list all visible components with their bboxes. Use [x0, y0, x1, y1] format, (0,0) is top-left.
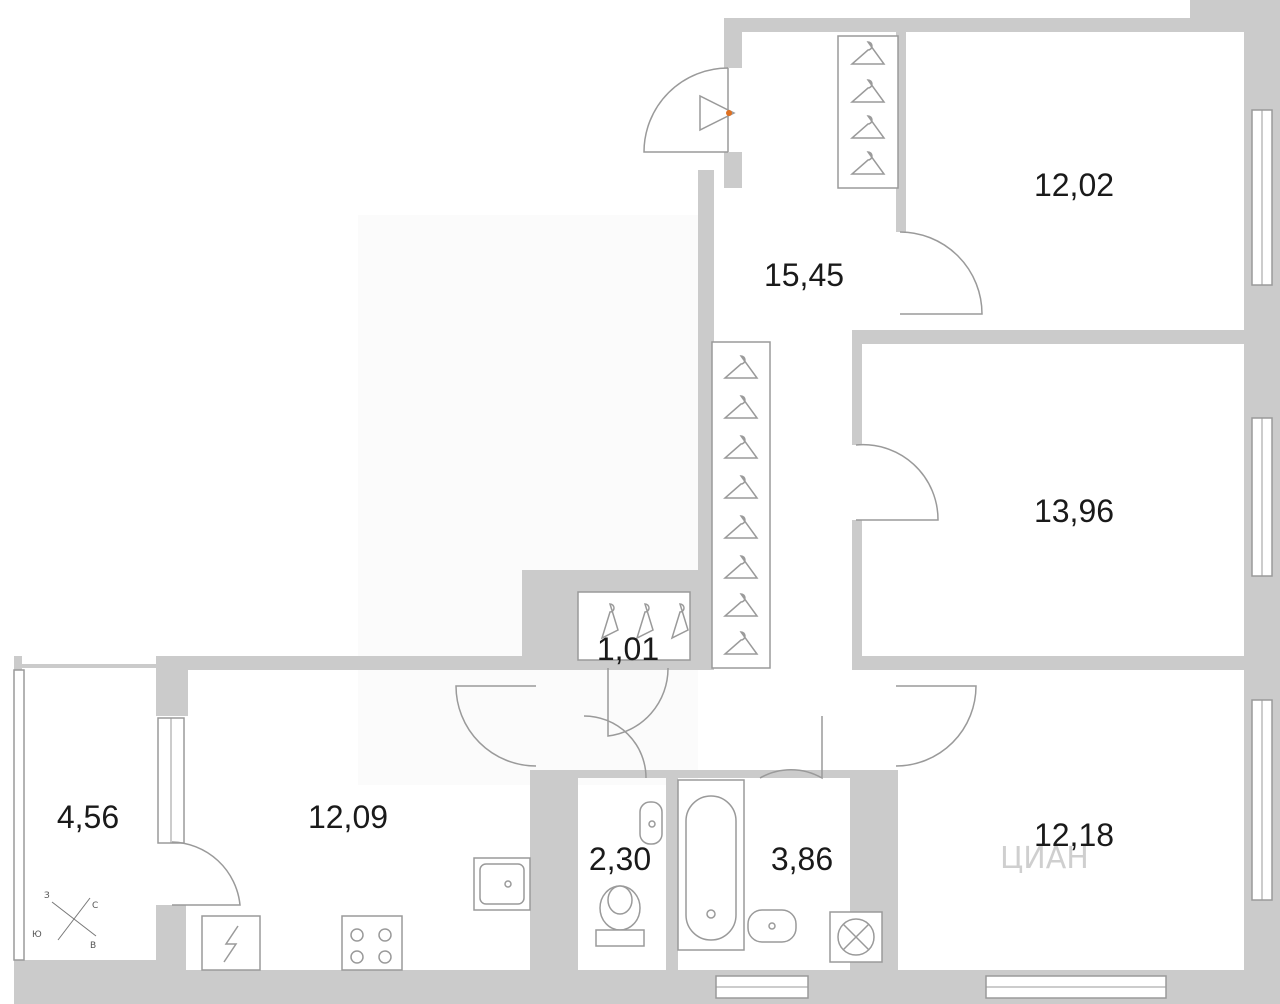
- hanger-icon: [850, 151, 886, 175]
- hanger-icon: [723, 355, 759, 379]
- hanger-icon: [635, 603, 654, 640]
- hanger-icon: [723, 435, 759, 459]
- room-area-toilet: 2,30: [589, 841, 651, 877]
- wall-entry-left-lower: [724, 152, 742, 188]
- balcony-rail-top: [14, 664, 159, 668]
- door-toilet: [583, 715, 647, 779]
- hanger-icon: [600, 603, 619, 640]
- ventilation-icon: [829, 911, 883, 963]
- door-bedroom2: [855, 443, 939, 521]
- entrance-marker: [699, 94, 736, 132]
- wall-bedroom-left-lower: [852, 520, 862, 670]
- wall-inner: [742, 32, 892, 34]
- hanger-icon: [850, 79, 886, 103]
- window-mullions: [170, 110, 1263, 988]
- wall-bath-divider: [666, 770, 678, 970]
- wall-entry-left-upper: [724, 18, 742, 68]
- door-kitchen: [455, 685, 537, 767]
- electrical-panel: [201, 915, 261, 971]
- watermark-area: [358, 215, 698, 785]
- wall-divider-1: [852, 330, 1244, 344]
- wall-bath-block: [530, 770, 578, 970]
- door-bathroom: [759, 716, 823, 780]
- compass-west: З: [44, 891, 50, 901]
- wall-top: [724, 18, 1224, 32]
- sink-toilet-room: [639, 801, 663, 845]
- compass: С Ю В З: [32, 891, 98, 951]
- wall-top-right-corner: [1190, 0, 1244, 32]
- room-area-bathroom: 3,86: [771, 841, 833, 877]
- room-area-kitchen: 12,09: [308, 799, 388, 835]
- hanger-icon: [723, 555, 759, 579]
- wall-kitchen-left-lower: [156, 905, 186, 975]
- wall-divider-2: [852, 656, 1244, 670]
- door-closet: [607, 667, 669, 737]
- compass-north: С: [92, 901, 98, 911]
- wardrobe-top: [837, 35, 899, 189]
- hanger-icon: [723, 631, 759, 655]
- door-bedroom3: [895, 685, 977, 767]
- compass-south: Ю: [32, 930, 42, 940]
- kitchen-sink: [473, 857, 531, 911]
- watermark: ЦИАН: [1000, 841, 1089, 876]
- doors: [171, 67, 983, 906]
- door-bedroom1: [899, 231, 983, 315]
- hanger-icon: [670, 603, 689, 640]
- sink-bathroom: [747, 909, 797, 943]
- room-area-bedroom-middle-right: 13,96: [1034, 493, 1114, 529]
- room-area-bedroom-top-right: 12,02: [1034, 167, 1114, 203]
- wardrobe-corridor: [711, 341, 771, 669]
- room-area-balcony: 4,56: [57, 799, 119, 835]
- wall-kitchen-pillar: [156, 656, 188, 716]
- room-area-hallway: 15,45: [764, 257, 844, 293]
- hanger-icon: [723, 395, 759, 419]
- room-area-bedroom-bottom-right: 12,18: [1034, 817, 1114, 853]
- hanger-icon: [850, 115, 886, 139]
- wall-bath-top: [578, 770, 850, 778]
- wardrobe-closet: [577, 591, 691, 661]
- stove: [341, 915, 403, 971]
- hanger-icon: [723, 515, 759, 539]
- window-balcony: [13, 669, 25, 961]
- hanger-icon: [723, 475, 759, 499]
- toilet-icon: [595, 885, 645, 947]
- bathtub: [677, 779, 745, 951]
- windows: [13, 109, 1273, 999]
- room-area-storage-closet: 1,01: [597, 631, 659, 667]
- room-labels: 12,02 15,45 13,96 1,01 4,56 12,09 2,30 3…: [57, 167, 1114, 877]
- door-balcony: [171, 841, 241, 906]
- wall-bedroom1-left: [896, 32, 906, 232]
- wall-balcony-bottom: [14, 960, 184, 1004]
- hanger-icon: [850, 41, 886, 65]
- compass-east: В: [90, 941, 96, 951]
- wall-corridor-left: [698, 170, 714, 670]
- wall-bedroom-left-upper: [852, 330, 862, 445]
- hanger-icon: [723, 593, 759, 617]
